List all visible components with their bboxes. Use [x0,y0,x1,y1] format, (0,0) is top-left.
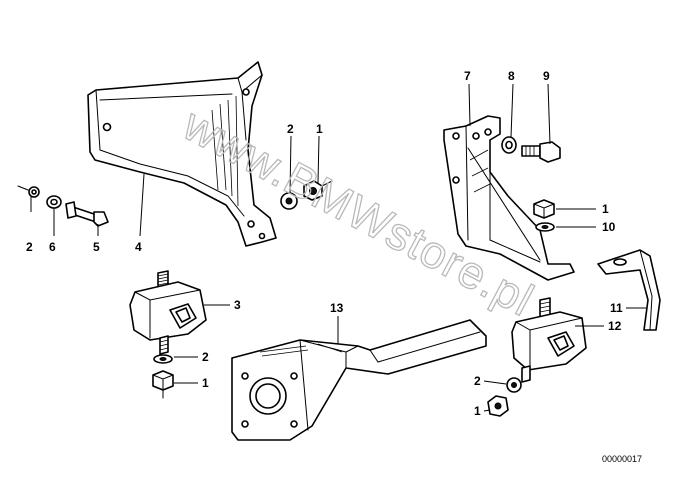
bolt-part-9 [521,141,561,163]
callout-1-right: 1 [602,202,609,216]
callout-labels: 2 6 5 4 2 1 7 8 9 1 10 11 12 3 2 1 13 2 … [26,69,623,418]
bracket-part-7 [443,115,575,281]
callout-9: 9 [543,69,550,83]
callout-4: 4 [135,240,142,254]
callout-2-lower-left: 2 [202,350,209,364]
callout-1-lower-left: 1 [202,376,209,390]
leader-lines [30,83,646,412]
washer-part-2-upper [280,192,298,210]
bracket-part-4 [87,61,277,247]
callout-1-upper: 1 [316,122,323,136]
washer-part-8 [501,136,517,154]
strap-part-11 [597,249,661,331]
nut-part-1-upper [303,180,333,201]
washer-part-10 [535,222,555,232]
washer-part-2-lower-left [153,354,173,364]
washer-part-6 [46,195,62,209]
reference-number: 00000017 [602,454,642,464]
callout-13: 13 [330,301,344,315]
callout-7: 7 [464,69,471,83]
nut-part-1-lower-right [487,395,509,417]
callout-1-lower-right: 1 [474,404,481,418]
callout-10: 10 [602,220,616,234]
callout-11: 11 [610,301,623,315]
callout-12: 12 [608,319,622,333]
rubber-mount-part-12 [511,297,587,383]
callout-2-upper: 2 [287,122,294,136]
washer-part-2-left [17,185,40,198]
washer-part-2-lower-right [506,377,522,393]
callout-2-left: 2 [26,240,33,254]
callout-6: 6 [49,240,56,254]
support-bracket-part-13 [231,319,487,441]
callout-5: 5 [93,240,100,254]
callout-8: 8 [508,69,515,83]
nut-part-1-lower-left [152,370,174,399]
nut-part-1-right [533,199,555,219]
callout-3: 3 [234,298,241,312]
bolt-part-5 [65,201,109,227]
rubber-mount-part-3 [129,270,207,355]
callout-2-lower-right: 2 [474,374,481,388]
